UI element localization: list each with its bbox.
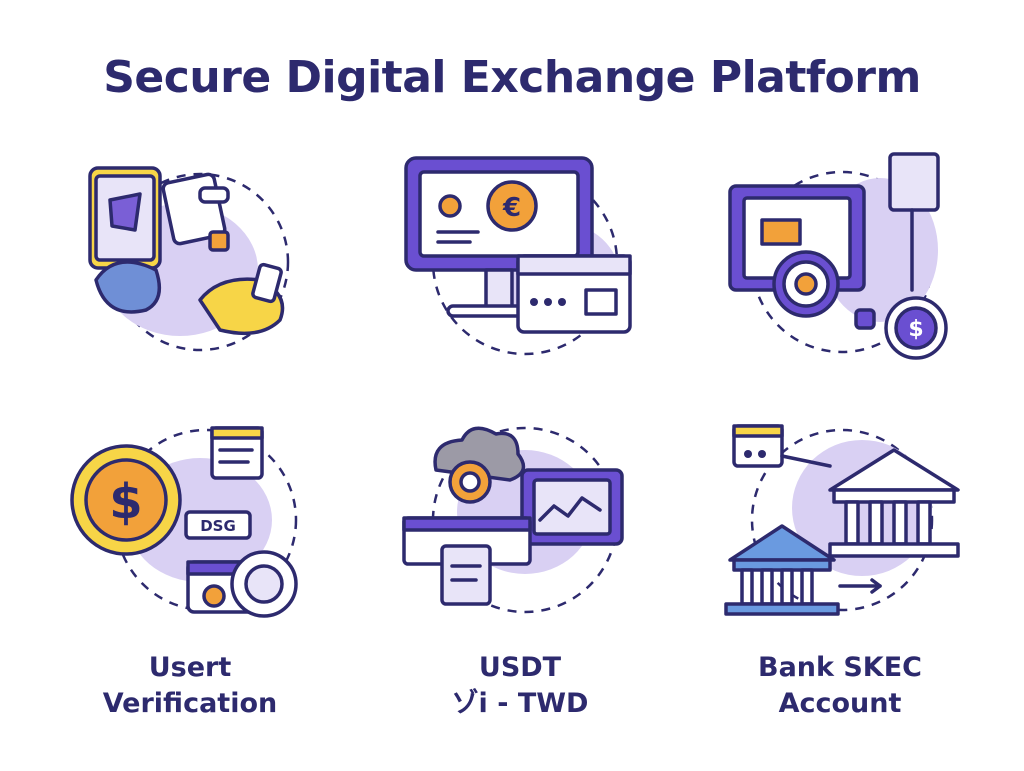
caption-usdt-twd: USDT ゾi - TWD: [420, 650, 620, 722]
svg-text:$: $: [908, 317, 923, 342]
crypto-trading-icon: [402, 426, 624, 614]
svg-text:$: $: [109, 474, 142, 530]
caption-user-verification: Usert Verification: [90, 650, 290, 722]
caption-line-2: Verification: [102, 688, 278, 719]
caption-line-2: ゾi - TWD: [451, 688, 589, 719]
svg-text:€: €: [502, 193, 521, 223]
caption-line-2: Account: [778, 688, 902, 719]
identity-document-icon: [88, 166, 290, 352]
caption-line-1: USDT: [478, 652, 562, 683]
dsg-tag: [184, 510, 252, 540]
dsg-tag-label: DSG: [200, 517, 236, 535]
caption-line-1: Usert: [148, 652, 232, 683]
page-title: Secure Digital Exchange Platform: [103, 52, 921, 103]
exchange-terminal-icon: $: [728, 152, 948, 360]
dollar-coin-icon: $ DSG: [70, 426, 298, 618]
trading-monitor-icon: €: [404, 156, 632, 356]
bank-building-icon: [724, 424, 960, 616]
caption-line-1: Bank SKEC: [757, 652, 922, 683]
caption-bank-account: Bank SKEC Account: [730, 650, 950, 722]
